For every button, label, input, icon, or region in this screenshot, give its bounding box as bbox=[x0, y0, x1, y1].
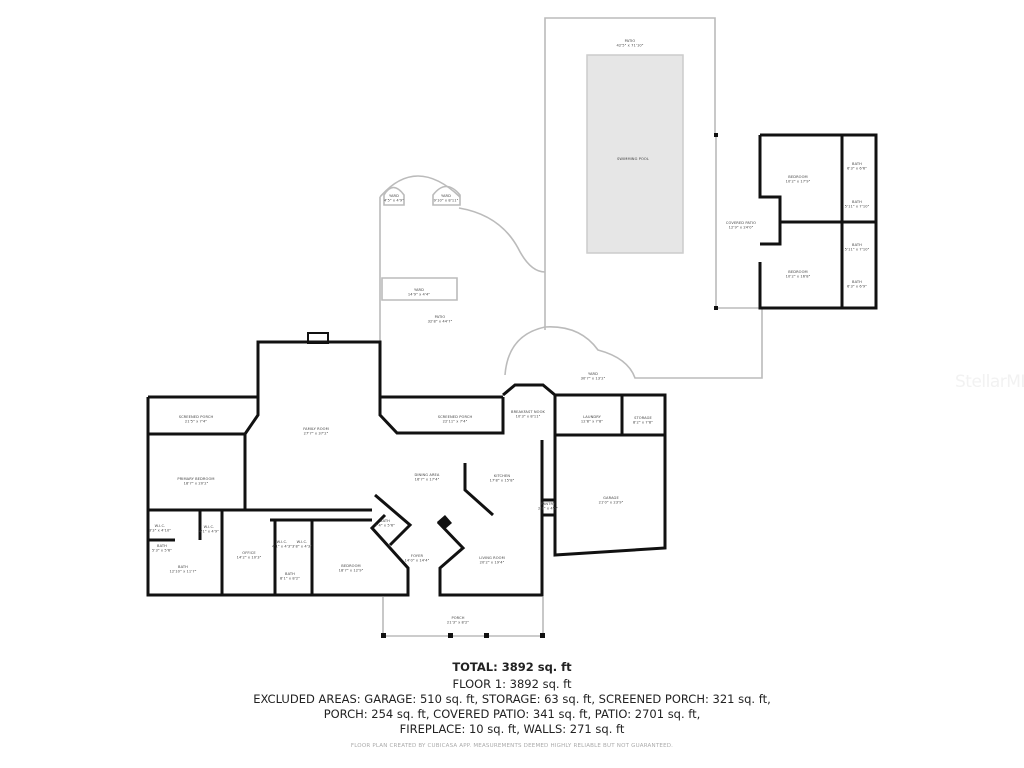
room-name: DINING AREA bbox=[415, 473, 440, 477]
room-name: YARD bbox=[441, 194, 451, 198]
room-dimensions: 12'9" x 24'0" bbox=[729, 226, 754, 230]
room-dimensions: 20'2" x 19'4" bbox=[480, 561, 505, 565]
room-dimensions: 5'11" x 7'10" bbox=[845, 205, 870, 209]
room-name: BATH bbox=[852, 200, 862, 204]
room-name: BEDROOM bbox=[788, 175, 807, 179]
excluded-areas-line-2: PORCH: 254 sq. ft, COVERED PATIO: 341 sq… bbox=[323, 707, 701, 721]
excluded-areas-line-3: FIREPLACE: 10 sq. ft, WALLS: 271 sq. ft bbox=[399, 722, 625, 736]
room-name: YARD bbox=[389, 194, 399, 198]
room-name: W.I.C. bbox=[155, 524, 166, 528]
room-name: BEDROOM bbox=[341, 564, 360, 568]
room-dimensions: 9'10" x 8'11" bbox=[434, 199, 459, 203]
room-name: BATH bbox=[178, 565, 188, 569]
room-name: GARAGE bbox=[603, 496, 619, 500]
room-name: LAUNDRY bbox=[583, 415, 601, 419]
room-name: COVERED PATIO bbox=[726, 221, 756, 225]
room-dimensions: 14'0" x 14'4" bbox=[405, 559, 430, 563]
room-dimensions: 5'11" x 7'10" bbox=[845, 248, 870, 252]
room-dimensions: 16'7" x 17'4" bbox=[415, 478, 440, 482]
stellarmls-watermark: StellarMLS bbox=[955, 372, 1024, 392]
room-dimensions: 8'2" x 7'8" bbox=[633, 421, 653, 425]
room-dimensions: 4'5" x 4'9" bbox=[384, 199, 404, 203]
room-dimensions: 14'2" x 10'3" bbox=[237, 556, 262, 560]
room-dimensions: 12'8" x 7'8" bbox=[581, 420, 604, 424]
excluded-areas-line-1: EXCLUDED AREAS: GARAGE: 510 sq. ft, STOR… bbox=[253, 692, 771, 706]
room-dimensions: 10'3" x 8'11" bbox=[516, 415, 541, 419]
room-dimensions: 12'10" x 11'7" bbox=[169, 570, 196, 574]
porch-posts bbox=[307, 133, 718, 638]
room-name: FOYER bbox=[411, 554, 424, 558]
room-name: PATIO bbox=[625, 39, 636, 43]
room-dimensions: 3'8" x 4'3" bbox=[292, 545, 312, 549]
room-name: PANTRY bbox=[541, 502, 556, 506]
room-dimensions: 8'1" x 8'2" bbox=[280, 577, 300, 581]
room-dimensions: 21'3" x 8'2" bbox=[447, 621, 470, 625]
room-dimensions: 2'8" x 4'5" bbox=[538, 507, 558, 511]
room-dimensions: 32'8" x 44'7" bbox=[428, 320, 453, 324]
room-dimensions: 14'9" x 4'4" bbox=[408, 293, 431, 297]
room-dimensions: 5'3" x 5'6" bbox=[152, 549, 172, 553]
room-name: BATH bbox=[157, 544, 167, 548]
room-name: BATH bbox=[380, 519, 390, 523]
room-name: W.I.C. bbox=[204, 525, 215, 529]
room-dimensions: 10'2" x 17'9" bbox=[786, 180, 811, 184]
room-name: PATIO bbox=[435, 315, 446, 319]
room-name: PORCH bbox=[451, 616, 464, 620]
room-dimensions: 18'7" x 12'9" bbox=[339, 569, 364, 573]
room-name: BATH bbox=[852, 280, 862, 284]
room-dimensions: 6'3" x 6'9" bbox=[847, 285, 867, 289]
room-name: KITCHEN bbox=[494, 474, 510, 478]
room-dimensions: 42'5" x 71'10" bbox=[616, 44, 643, 48]
room-name: BATH bbox=[285, 572, 295, 576]
room-name: YARD bbox=[414, 288, 424, 292]
room-name: STORAGE bbox=[634, 416, 652, 420]
room-name: BEDROOM bbox=[788, 270, 807, 274]
room-name: BATH bbox=[852, 162, 862, 166]
disclaimer: FLOOR PLAN CREATED BY CUBICASA APP. MEAS… bbox=[350, 743, 674, 749]
walls bbox=[146, 133, 878, 597]
room-name: PRIMARY BEDROOM bbox=[177, 477, 214, 481]
room-name: SWIMMING POOL bbox=[617, 157, 649, 161]
room-dimensions: 21'5" x 7'4" bbox=[185, 420, 208, 424]
outdoor-outlines bbox=[379, 17, 763, 637]
room-name: W.I.C. bbox=[277, 540, 288, 544]
room-dimensions: 7'4" x 5'6" bbox=[375, 524, 395, 528]
total-area: TOTAL: 3892 sq. ft bbox=[452, 660, 572, 674]
room-name: W.I.C. bbox=[297, 540, 308, 544]
room-dimensions: 22'11" x 7'4" bbox=[443, 420, 468, 424]
room-dimensions: 27'7" x 37'2" bbox=[304, 432, 329, 436]
room-name: SCREENED PORCH bbox=[438, 415, 473, 419]
room-name: SCREENED PORCH bbox=[179, 415, 214, 419]
room-dimensions: 3'3" x 4'10" bbox=[149, 529, 172, 533]
room-dimensions: 4'1" x 4'3" bbox=[272, 545, 292, 549]
room-dimensions: 6'3" x 6'6" bbox=[847, 167, 867, 171]
room-name: OFFICE bbox=[242, 551, 256, 555]
room-name: LIVING ROOM bbox=[479, 556, 505, 560]
room-dimensions: 10'2" x 16'8" bbox=[786, 275, 811, 279]
room-name: BATH bbox=[852, 243, 862, 247]
room-name: BREAKFAST NOOK bbox=[511, 410, 546, 414]
room-dimensions: 4'1" x 4'9" bbox=[199, 530, 219, 534]
room-dimensions: 18'7" x 20'2" bbox=[184, 482, 209, 486]
room-name: FAMILY ROOM bbox=[303, 427, 329, 431]
floor1-area: FLOOR 1: 3892 sq. ft bbox=[452, 677, 572, 691]
room-dimensions: 21'0" x 23'9" bbox=[599, 501, 624, 505]
room-dimensions: 17'8" x 15'8" bbox=[490, 479, 515, 483]
room-name: YARD bbox=[588, 372, 598, 376]
room-dimensions: 30'7" x 13'2" bbox=[581, 377, 606, 381]
swimming-pool bbox=[586, 54, 684, 254]
